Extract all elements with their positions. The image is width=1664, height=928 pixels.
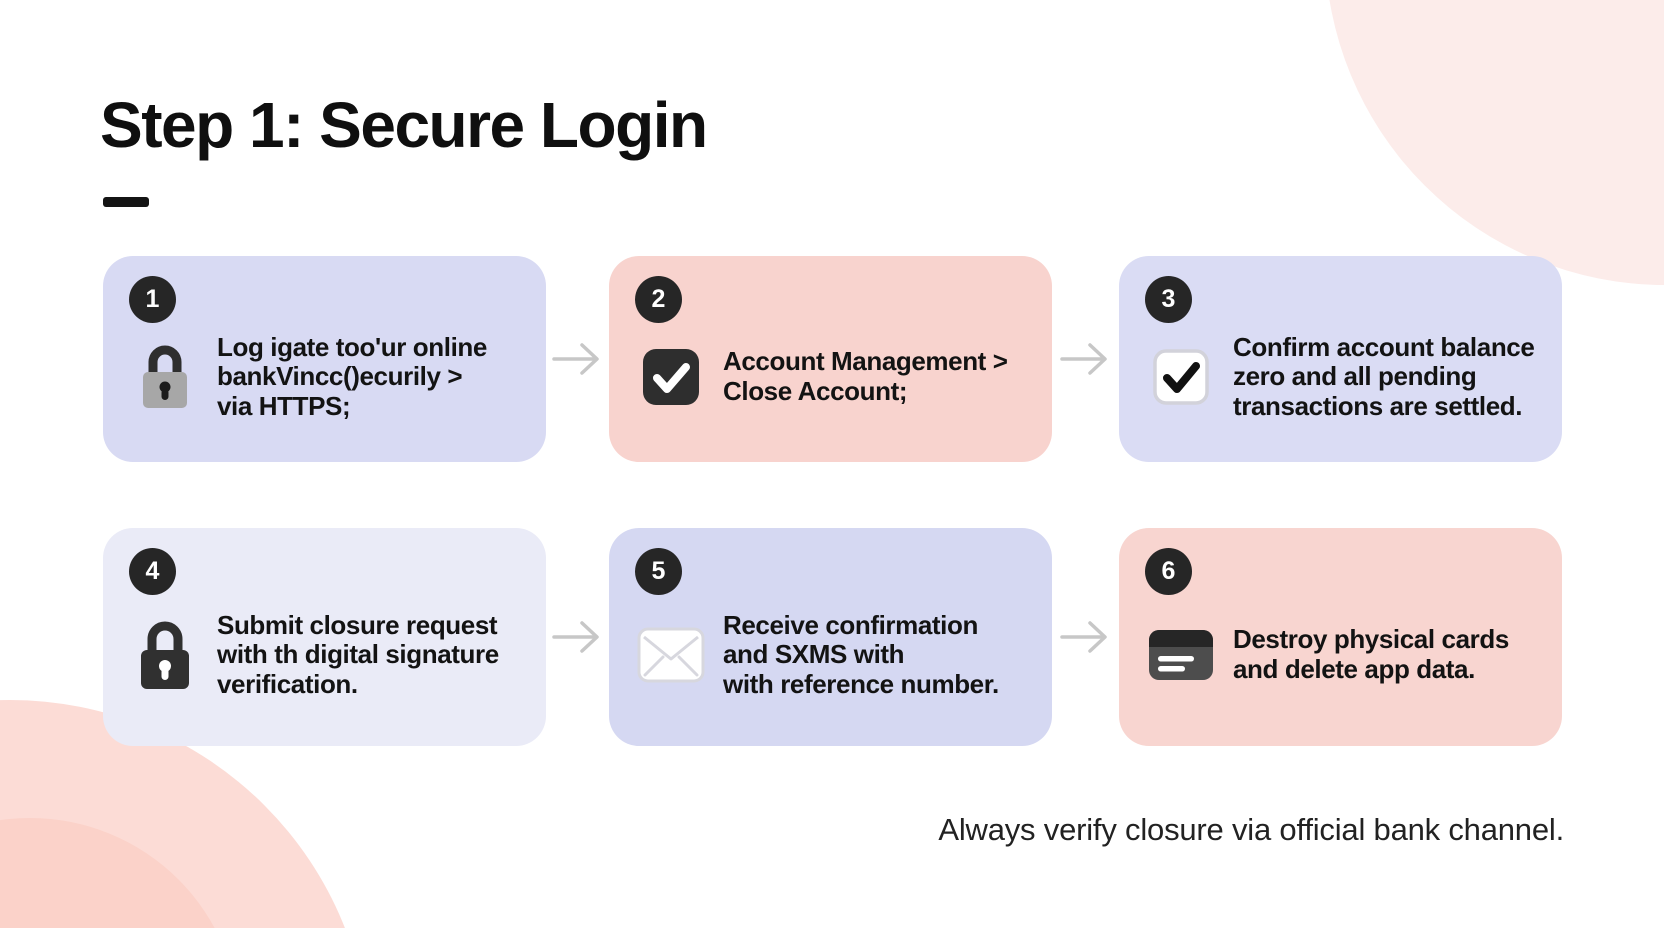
footer-disclaimer: Always verify closure via official bank …	[938, 812, 1564, 847]
title-underline-dash	[103, 197, 149, 207]
decorative-circle-top-right	[1325, 0, 1664, 285]
step-card-5: 5 Receive confirmation and SXMS with wit…	[609, 528, 1052, 746]
step-card-2: 2 Account Management > Close Account;	[609, 256, 1052, 462]
step-number-badge: 3	[1145, 276, 1192, 323]
page-title: Step 1: Secure Login	[100, 89, 708, 161]
step-card-6: 6 Destroy physical cards and delete app …	[1119, 528, 1562, 746]
step-number-badge: 2	[635, 276, 682, 323]
step-card-4: 4 Submit closure request with th digital…	[103, 528, 546, 746]
checkbox-checked-dark-icon	[635, 348, 707, 406]
step-text: Log igate too'ur online bankVincc()ecuri…	[217, 331, 487, 421]
step-number-badge: 5	[635, 548, 682, 595]
arrow-right-icon	[1060, 621, 1107, 653]
step-number-badge: 4	[129, 548, 176, 595]
step-text: Submit closure request with th digital s…	[217, 609, 499, 699]
step-card-1: 1 Log igate too'ur online bankVincc()ecu…	[103, 256, 546, 462]
credit-card-icon	[1145, 629, 1217, 681]
step-number-badge: 1	[129, 276, 176, 323]
step-text: Confirm account balance zero and all pen…	[1233, 331, 1535, 421]
arrow-right-icon	[552, 621, 599, 653]
step-text: Receive confirmation and SXMS with with …	[723, 609, 999, 699]
step-text: Destroy physical cards and delete app da…	[1233, 624, 1509, 684]
step-number-badge: 6	[1145, 548, 1192, 595]
envelope-icon	[635, 627, 707, 683]
step-text: Account Management > Close Account;	[723, 346, 1008, 406]
step-card-3: 3 Confirm account balance zero and all p…	[1119, 256, 1562, 462]
arrow-right-icon	[552, 343, 599, 375]
checkbox-checked-light-icon	[1145, 349, 1217, 405]
padlock-gray-icon	[129, 343, 201, 411]
arrow-right-icon	[1060, 343, 1107, 375]
padlock-dark-icon	[129, 619, 201, 691]
